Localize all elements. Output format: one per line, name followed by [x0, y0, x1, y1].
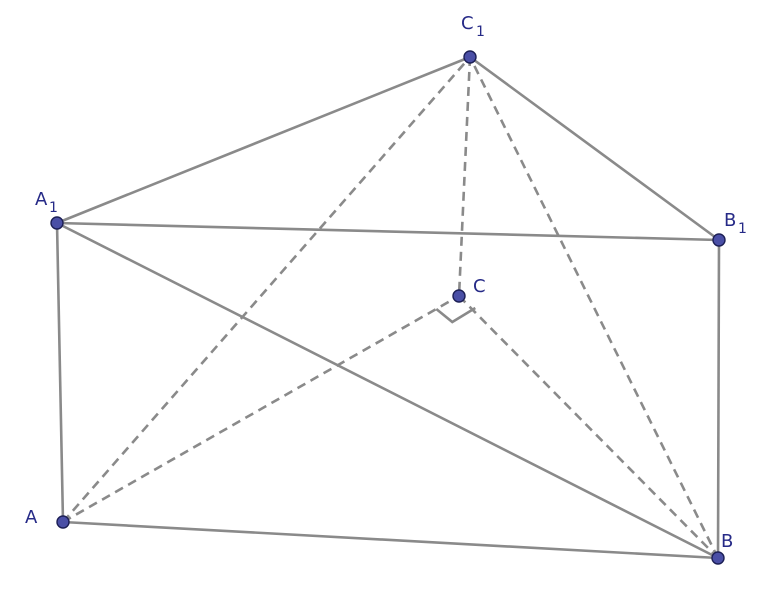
- vertex-a: [56, 515, 70, 529]
- edge-a1b1: [55, 221, 721, 242]
- vertex-c: [452, 289, 466, 303]
- edge-cb: [458, 295, 719, 559]
- label-a1-sub: 1: [49, 200, 58, 216]
- edge-a1b: [55, 221, 720, 560]
- label-b1-sub: 1: [738, 221, 747, 237]
- edge-aa1: [55, 221, 65, 524]
- vertex-b: [711, 551, 725, 565]
- label-c: C: [473, 276, 486, 297]
- label-b: B: [721, 531, 733, 552]
- right-angle-mark: [435, 306, 476, 324]
- vertex-b1: [712, 233, 726, 247]
- edge-a1c1: [55, 55, 472, 225]
- vertex-a1: [50, 216, 64, 230]
- label-c1: C: [461, 13, 474, 34]
- label-a1: A: [35, 189, 48, 210]
- vertex-c1: [463, 50, 477, 64]
- label-c1-sub: 1: [476, 24, 485, 40]
- edge-bc1: [468, 56, 720, 559]
- edge-ac: [62, 294, 460, 524]
- edge-ac1: [62, 56, 471, 523]
- label-b1: B: [724, 210, 736, 231]
- edge-cc1: [457, 56, 472, 297]
- label-a: A: [25, 507, 38, 528]
- edge-bb1: [716, 238, 721, 560]
- edge-c1b1: [468, 55, 721, 242]
- edge-ab: [61, 520, 720, 560]
